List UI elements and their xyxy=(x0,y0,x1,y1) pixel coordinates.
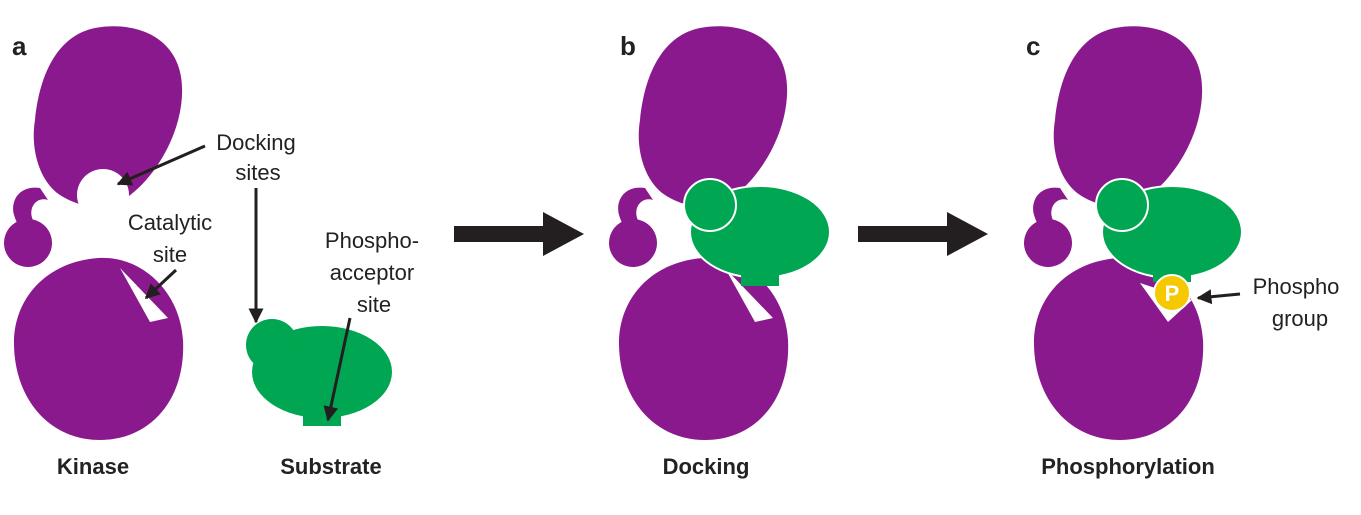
kinase-shape-b xyxy=(609,26,789,440)
label-phosphoacceptor-2: acceptor xyxy=(330,260,414,285)
docking-site-cutout-a xyxy=(77,169,129,221)
panel-b: b Docking xyxy=(609,26,831,479)
panel-b-letter: b xyxy=(620,31,636,61)
pointer-arrow-icon xyxy=(116,144,206,186)
caption-kinase: Kinase xyxy=(57,454,129,479)
label-phospho-group-1: Phospho xyxy=(1253,274,1340,299)
label-phosphoacceptor-3: site xyxy=(357,292,391,317)
phospho-symbol: P xyxy=(1165,281,1180,306)
phospho-group-icon: P xyxy=(1153,274,1191,312)
label-catalytic-site-1: Catalytic xyxy=(128,210,212,235)
substrate-shape-b xyxy=(683,178,831,286)
caption-substrate: Substrate xyxy=(280,454,381,479)
caption-docking: Docking xyxy=(663,454,750,479)
label-docking-sites-1: Docking xyxy=(216,130,295,155)
catalytic-notch-a xyxy=(120,268,168,322)
label-phospho-group-2: group xyxy=(1272,306,1328,331)
panel-c-letter: c xyxy=(1026,31,1040,61)
label-catalytic-site-2: site xyxy=(153,242,187,267)
label-phosphoacceptor-1: Phospho- xyxy=(325,228,419,253)
panel-a-letter: a xyxy=(12,31,27,61)
caption-phosphorylation: Phosphorylation xyxy=(1041,454,1215,479)
process-arrow-icon xyxy=(454,212,584,256)
pointer-arrow-icon xyxy=(1196,289,1241,305)
substrate-shape-a xyxy=(246,319,392,426)
catalytic-notch-b xyxy=(725,268,773,322)
pointer-arrow-icon xyxy=(144,268,178,300)
panel-a: a Docking sites Catalytic site Phospho- xyxy=(4,26,419,479)
process-arrow-icon xyxy=(858,212,988,256)
panel-c: c P Phospho group Phosphorylation xyxy=(1024,26,1339,479)
label-docking-sites-2: sites xyxy=(235,160,280,185)
pointer-arrow-icon xyxy=(323,317,352,422)
